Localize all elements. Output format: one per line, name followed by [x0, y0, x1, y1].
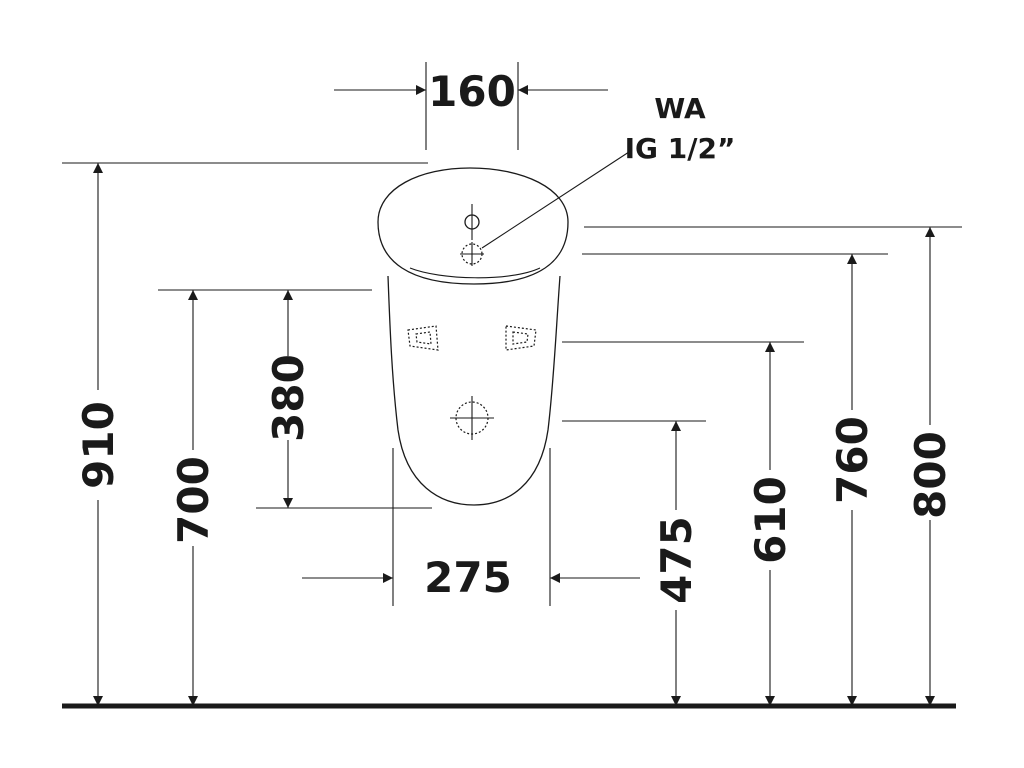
dimension-700: 700 — [158, 289, 372, 706]
svg-text:700: 700 — [169, 456, 218, 544]
dimension-910: 910 — [62, 162, 428, 706]
urinal-outline — [377, 167, 569, 506]
svg-text:380: 380 — [264, 354, 313, 442]
dimension-610: 610 — [562, 341, 804, 706]
bracket-left-icon — [407, 325, 439, 351]
svg-text:800: 800 — [906, 431, 955, 519]
dimension-800: 800 — [584, 226, 962, 706]
svg-text:160: 160 — [428, 67, 516, 116]
connection-label-line2: IG 1/2” — [625, 132, 736, 165]
dimension-760: 760 — [582, 253, 888, 706]
dimension-380: 380 — [256, 290, 432, 509]
svg-text:610: 610 — [746, 476, 795, 564]
svg-text:275: 275 — [424, 553, 512, 602]
svg-text:910: 910 — [74, 401, 123, 489]
bracket-right-icon — [505, 325, 537, 351]
connection-label-line1: WA — [654, 92, 706, 125]
dimension-275: 275 — [302, 448, 640, 606]
dimension-475: 475 — [562, 420, 706, 706]
inlet-dashed-circle-icon — [460, 242, 484, 266]
svg-text:475: 475 — [652, 516, 701, 604]
water-inlet-icon — [464, 204, 480, 240]
leader-line — [481, 149, 633, 249]
svg-text:760: 760 — [828, 416, 877, 504]
dimension-160: 160 — [334, 62, 608, 150]
drain-outlet-icon — [450, 396, 494, 440]
